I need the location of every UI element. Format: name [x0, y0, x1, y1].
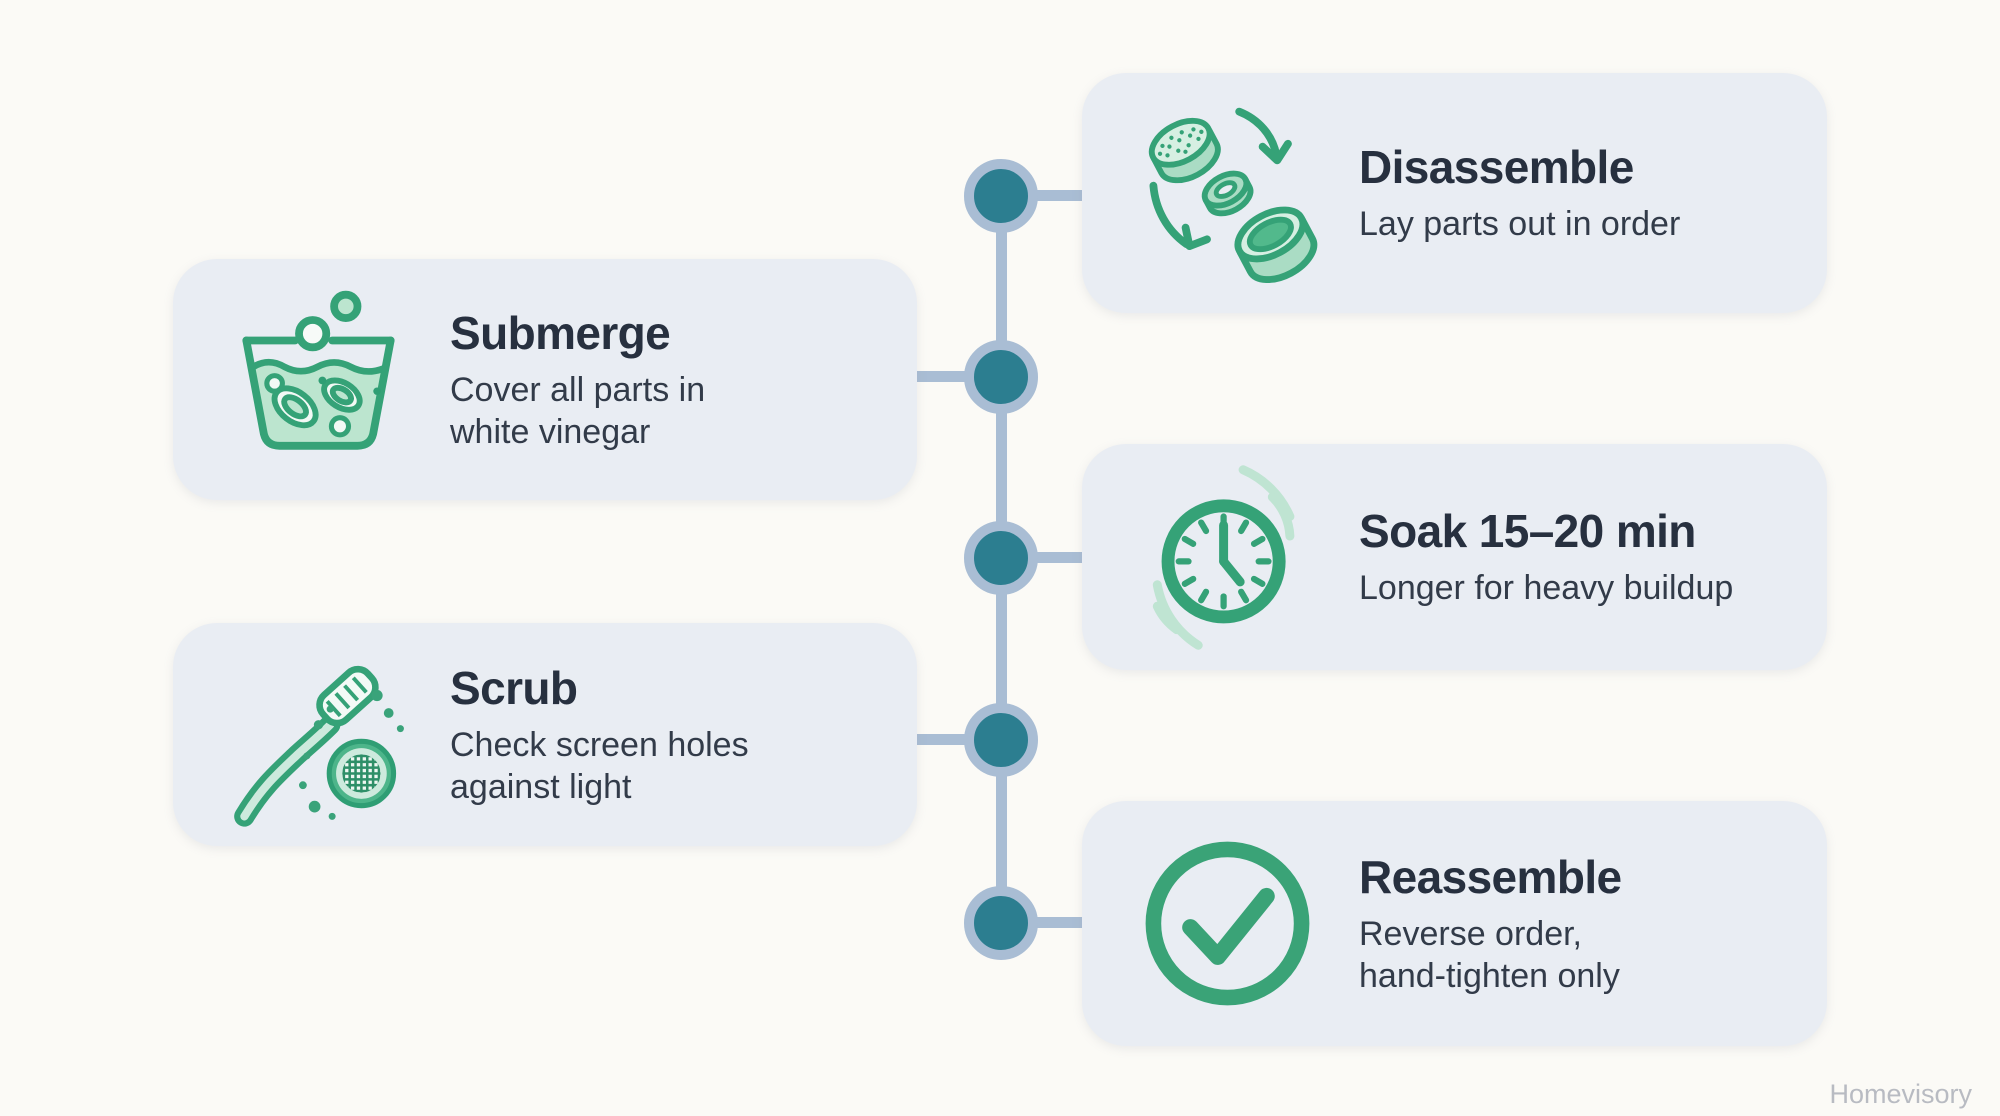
step-description: Reverse order, hand-tighten only — [1359, 914, 1620, 995]
check-circle-icon — [1145, 841, 1310, 1006]
step-description: Longer for heavy buildup — [1359, 569, 1734, 608]
step-card-submerge: Submerge Cover all parts in white vinega… — [173, 259, 917, 500]
check-circle-icon — [1130, 824, 1325, 1024]
timeline-node — [964, 703, 1038, 777]
toothbrush-and-screen-icon — [234, 665, 404, 827]
vinegar-bowl-icon — [242, 290, 395, 450]
timeline-node — [964, 340, 1038, 414]
timeline-node — [964, 886, 1038, 960]
clock-icon — [1130, 457, 1325, 657]
step-card-reassemble: Reassemble Reverse order, hand-tighten o… — [1082, 801, 1827, 1046]
step-title: Disassemble — [1359, 141, 1634, 194]
timeline-connector — [1001, 552, 1089, 563]
vinegar-bowl-icon — [221, 280, 416, 480]
clock-icon — [1152, 464, 1295, 650]
disassembled-aerator-parts-icon — [1130, 93, 1325, 293]
step-title: Soak 15–20 min — [1359, 505, 1696, 558]
timeline-connector — [1001, 917, 1089, 928]
step-description: Cover all parts in white vinegar — [450, 370, 706, 451]
step-title: Reassemble — [1359, 850, 1622, 903]
step-title: Scrub — [450, 661, 578, 714]
timeline-connector — [913, 371, 1003, 382]
timeline-node — [964, 521, 1038, 595]
timeline-connector — [1001, 190, 1089, 201]
step-card-scrub: Scrub Check screen holes against light — [173, 623, 917, 846]
step-card-disassemble: Disassemble Lay parts out in order — [1082, 73, 1827, 313]
step-card-soak: Soak 15–20 min Longer for heavy buildup — [1082, 444, 1827, 670]
step-description: Check screen holes against light — [450, 725, 749, 806]
step-description: Lay parts out in order — [1359, 205, 1681, 244]
timeline-connector — [913, 734, 1003, 745]
watermark: Homevisory — [1829, 1079, 1972, 1109]
step-title: Submerge — [450, 306, 671, 359]
disassembled-aerator-parts-icon — [1148, 107, 1318, 283]
toothbrush-and-screen-icon — [221, 635, 416, 835]
timeline-node — [964, 159, 1038, 233]
